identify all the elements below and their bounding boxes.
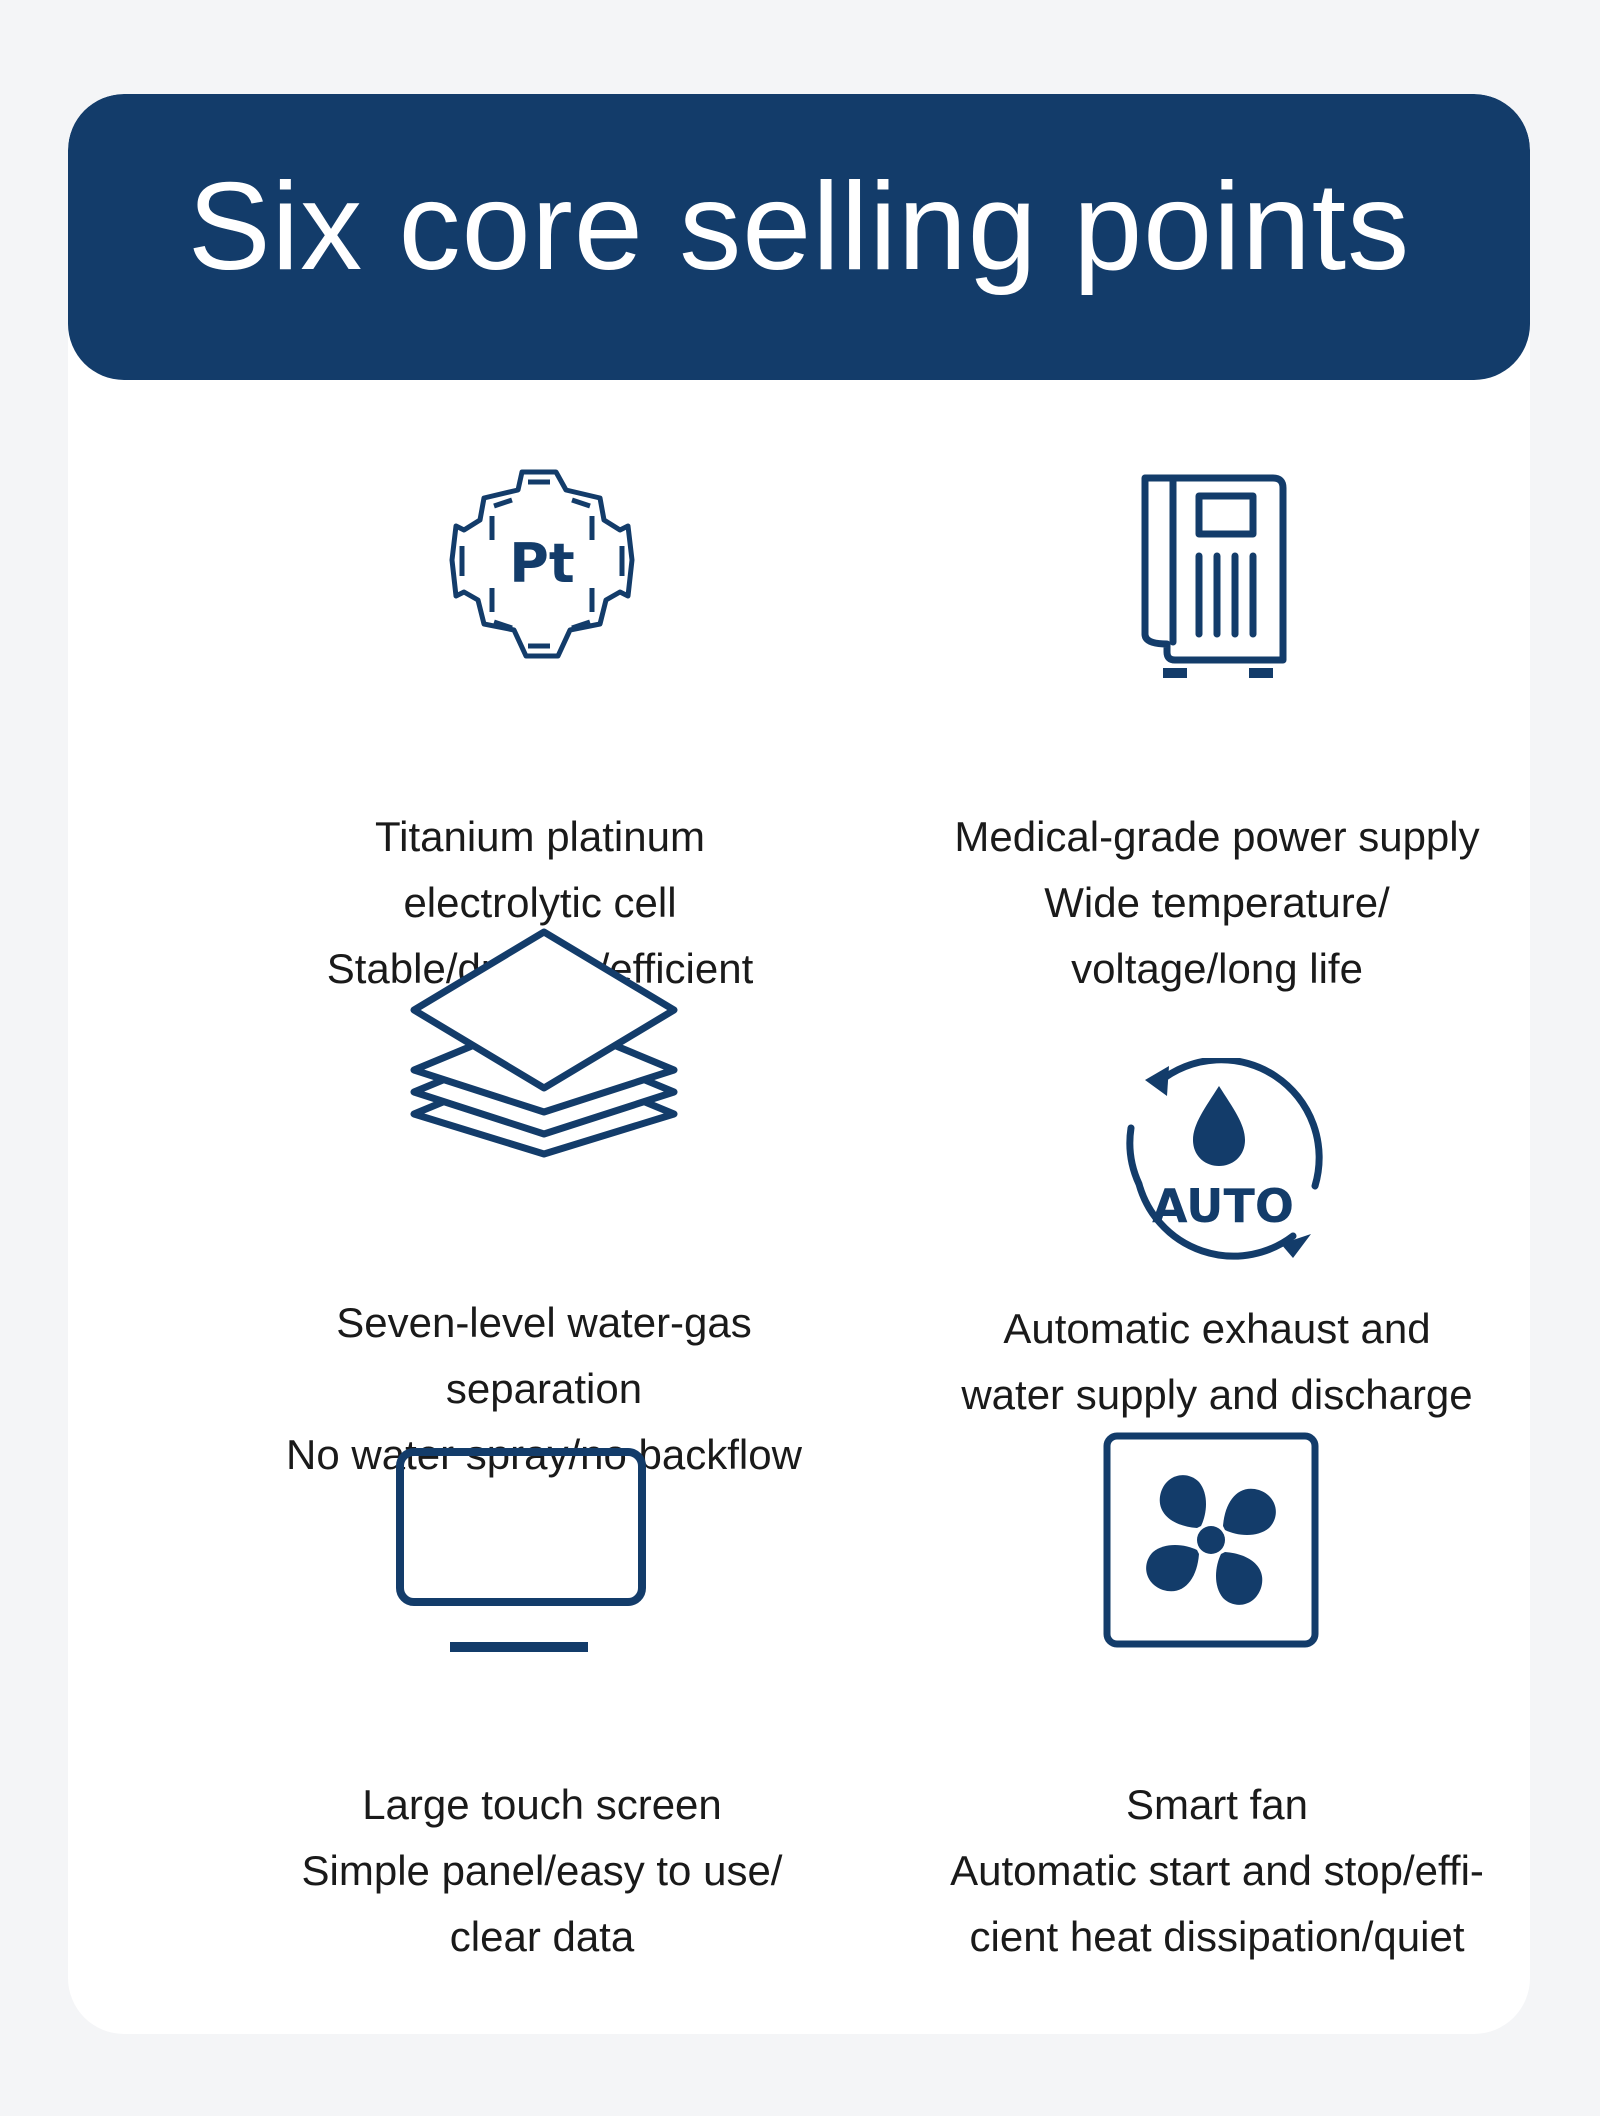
feature-text: Titanium platinum electrolytic cell Stab… bbox=[220, 804, 860, 1002]
feature-line: electrolytic cell bbox=[403, 879, 677, 926]
feature-text: Large touch screen Simple panel/easy to … bbox=[222, 1772, 862, 1970]
page-title: Six core selling points bbox=[187, 158, 1411, 296]
feature-smart-fan: Smart fan Automatic start and stop/effi-… bbox=[897, 1430, 1530, 1976]
feature-line: water supply and discharge bbox=[961, 1371, 1473, 1418]
feature-line: voltage/long life bbox=[1071, 945, 1363, 992]
feature-text: Automatic exhaust and water supply and d… bbox=[897, 1296, 1530, 1428]
platinum-symbol: Pt bbox=[509, 532, 574, 595]
feature-line: Smart fan bbox=[1125, 1781, 1309, 1828]
feature-text: Medical-grade power supply Wide temperat… bbox=[897, 804, 1530, 1002]
feature-line: separation bbox=[445, 1365, 643, 1412]
feature-line: clear data bbox=[449, 1913, 635, 1960]
feature-line: Simple panel/easy to use/ bbox=[301, 1847, 783, 1894]
feature-line: Medical-grade power supply bbox=[954, 813, 1480, 860]
feature-water-gas-separation: Seven-level water-gas separation No wate… bbox=[224, 928, 864, 1488]
title-banner: Six core selling points bbox=[68, 94, 1530, 380]
auto-water-cycle-icon: AUTO bbox=[1109, 1058, 1331, 1264]
feature-electrolytic-cell: Pt Titanium platinum electrolytic cell S… bbox=[220, 464, 860, 1004]
feature-line: Seven-level water-gas bbox=[336, 1299, 752, 1346]
feature-line: Automatic start and stop/effi- bbox=[950, 1847, 1484, 1894]
feature-line: Large touch screen bbox=[362, 1781, 722, 1828]
feature-line: Titanium platinum bbox=[375, 813, 705, 860]
feature-line: cient heat dissipation/quiet bbox=[969, 1913, 1465, 1960]
touch-screen-icon bbox=[394, 1446, 648, 1660]
auto-label: AUTO bbox=[1152, 1179, 1294, 1233]
feature-text: Smart fan Automatic start and stop/effi-… bbox=[897, 1772, 1530, 1970]
feature-power-supply: Medical-grade power supply Wide temperat… bbox=[897, 464, 1530, 1004]
platinum-molecule-icon: Pt bbox=[424, 464, 660, 664]
feature-auto-exhaust: AUTO Automatic exhaust and water supply … bbox=[897, 1058, 1530, 1478]
selling-points-card: Six core selling points bbox=[68, 94, 1530, 2034]
power-supply-unit-icon bbox=[1137, 474, 1297, 684]
feature-line: Wide temperature/ bbox=[1044, 879, 1390, 926]
stacked-layers-icon bbox=[408, 928, 680, 1158]
fan-icon bbox=[1101, 1430, 1321, 1650]
feature-line: Automatic exhaust and bbox=[1003, 1305, 1431, 1352]
feature-touch-screen: Large touch screen Simple panel/easy to … bbox=[222, 1446, 862, 1976]
